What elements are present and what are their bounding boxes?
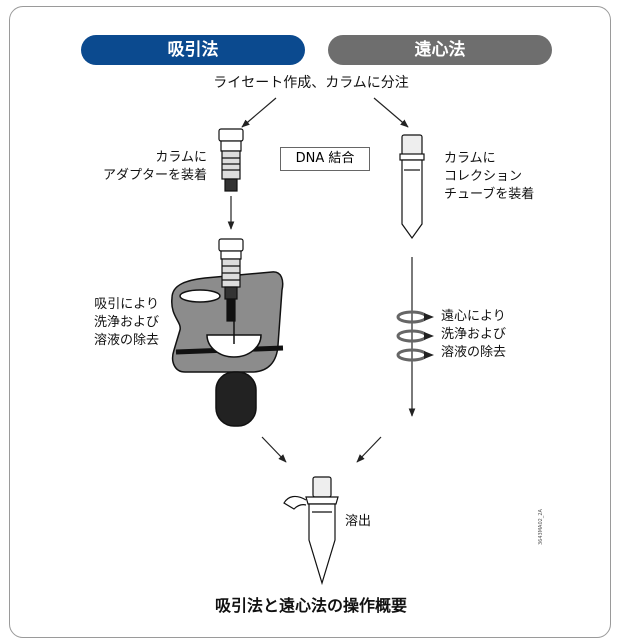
figure-title: 吸引法と遠心法の操作概要 [214,596,407,615]
spin-step-label-1: 遠心により [441,309,506,324]
spin-step-label-3: 溶液の除去 [441,345,507,360]
lysate-step-label: ライセート作成、カラムに分注 [213,75,409,91]
dna-binding-box: DNA 結合 [280,147,370,171]
arrow-left-to-elution [261,436,287,463]
vacuum-manifold-icon [171,271,284,427]
column-in-collection-tube-icon [399,134,425,240]
elution-tube-icon [283,476,339,586]
arrow-to-spin [373,97,409,128]
elution-label: 溶出 [345,514,372,529]
vacuum-step-label-1: 吸引により [94,297,159,312]
spin-step-label-2: 洗浄および [441,327,507,342]
arrow-to-vacuum [241,97,277,128]
vacuum-step-label-3: 溶液の除去 [93,333,159,348]
collection-tube-label-2: コレクション [444,169,523,184]
column-with-adapter-icon [218,128,244,192]
vacuum-method-label: 吸引法 [81,35,305,65]
column-on-manifold-icon [218,238,244,322]
rotation-arrowheads-icon [424,313,434,359]
collection-tube-label-1: カラムに [444,151,496,166]
adapter-label-2: アダプターを装着 [102,168,207,183]
vacuum-step-label-2: 洗浄および [93,315,159,330]
collection-tube-label-3: チューブを装着 [444,187,535,202]
adapter-label-1: カラムに [155,150,207,165]
arrow-right-to-elution [356,436,382,463]
spin-method-label: 遠心法 [328,35,552,65]
